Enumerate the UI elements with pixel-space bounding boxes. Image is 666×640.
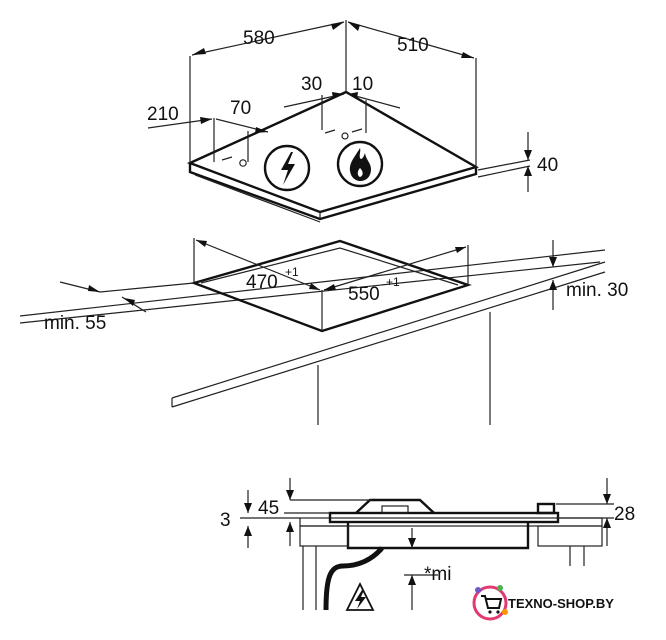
- dim-min-section: *mi: [424, 564, 451, 585]
- dim-min-30: min. 30: [566, 280, 628, 301]
- dim-510: 510: [397, 35, 429, 56]
- dim-45: 45: [258, 498, 279, 519]
- hob-drawing: [147, 20, 532, 223]
- worktop-cutout-drawing: [19, 238, 606, 425]
- dim-470-tolerance: +1: [285, 265, 299, 279]
- dim-10: 10: [352, 74, 373, 95]
- dim-470: 470: [246, 272, 278, 293]
- dim-min-55: min. 55: [44, 313, 106, 334]
- gas-flame-icon: [336, 140, 384, 188]
- watermark-logo: [472, 585, 508, 621]
- dim-28: 28: [614, 504, 635, 525]
- dim-30: 30: [301, 74, 322, 95]
- dim-40: 40: [537, 155, 558, 176]
- electric-connection-icon: [263, 144, 311, 192]
- dim-550-tolerance: +1: [386, 275, 400, 289]
- shopping-cart-icon: [481, 595, 503, 614]
- dim-210: 210: [147, 104, 179, 125]
- dim-70: 70: [230, 98, 251, 119]
- dim-580: 580: [243, 28, 275, 49]
- cross-section-drawing: [240, 478, 614, 611]
- dim-3: 3: [220, 510, 231, 531]
- watermark-text: TEXNO-SHOP.BY: [508, 596, 614, 611]
- dim-550: 550: [348, 284, 380, 305]
